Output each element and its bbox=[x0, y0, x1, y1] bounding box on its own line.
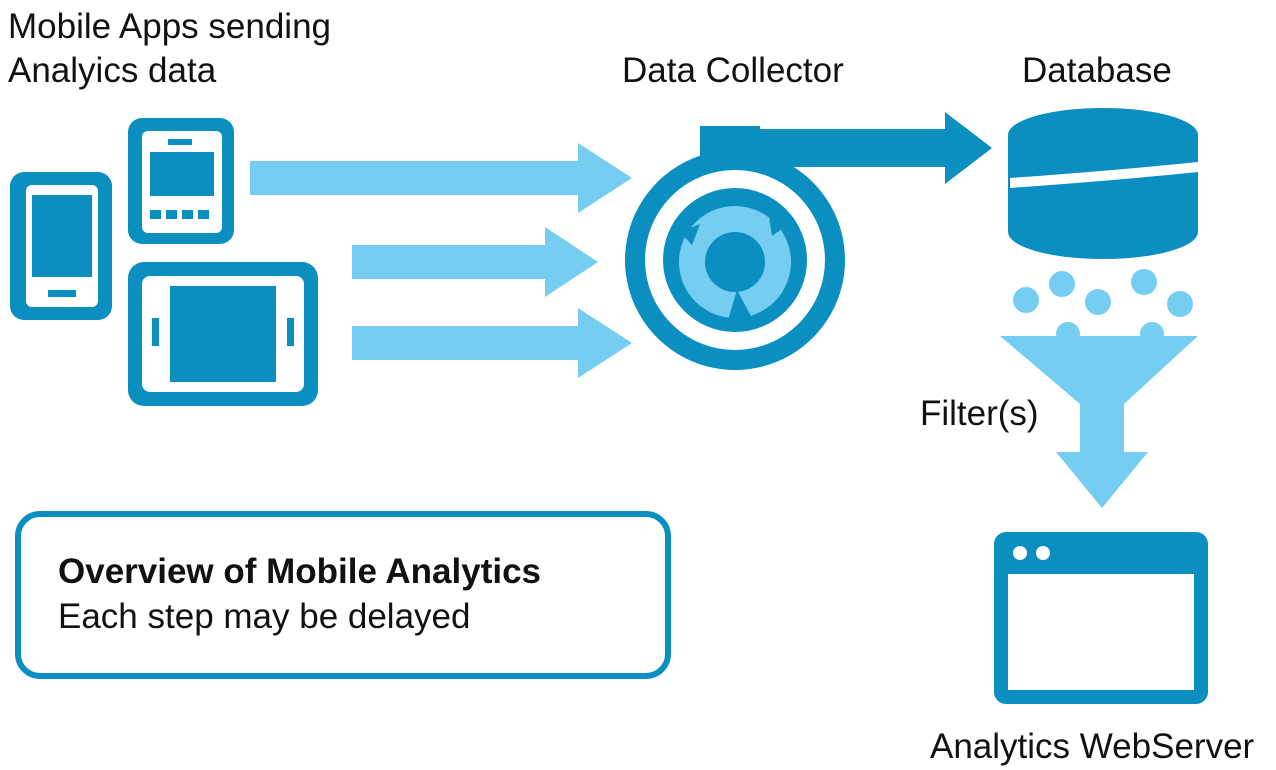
database-label: Database bbox=[1022, 51, 1172, 90]
overview-box: Overview of Mobile Analytics Each step m… bbox=[15, 511, 671, 679]
overview-title: Overview of Mobile Analytics bbox=[58, 552, 541, 591]
filter-label: Filter(s) bbox=[920, 394, 1039, 433]
data-drops bbox=[1013, 269, 1193, 317]
app-to-collector-arrow bbox=[250, 143, 632, 213]
browser-window-icon bbox=[994, 532, 1208, 704]
overview-subtitle: Each step may be delayed bbox=[58, 597, 470, 636]
app-to-collector-arrow bbox=[352, 308, 632, 378]
apps-label-line1: Mobile Apps sending bbox=[8, 7, 331, 46]
phone-icon bbox=[10, 172, 112, 320]
webserver-label: Analytics WebServer bbox=[930, 727, 1255, 766]
collector-label: Data Collector bbox=[622, 51, 844, 90]
tablet-icon bbox=[128, 262, 318, 406]
apps-label-line2: Analyics data bbox=[8, 51, 217, 90]
funnel-icon bbox=[1000, 322, 1198, 508]
app-to-collector-arrow bbox=[352, 227, 598, 297]
data-collector-icon bbox=[625, 112, 992, 370]
phone-icon bbox=[128, 118, 234, 244]
database-icon bbox=[1008, 108, 1198, 259]
